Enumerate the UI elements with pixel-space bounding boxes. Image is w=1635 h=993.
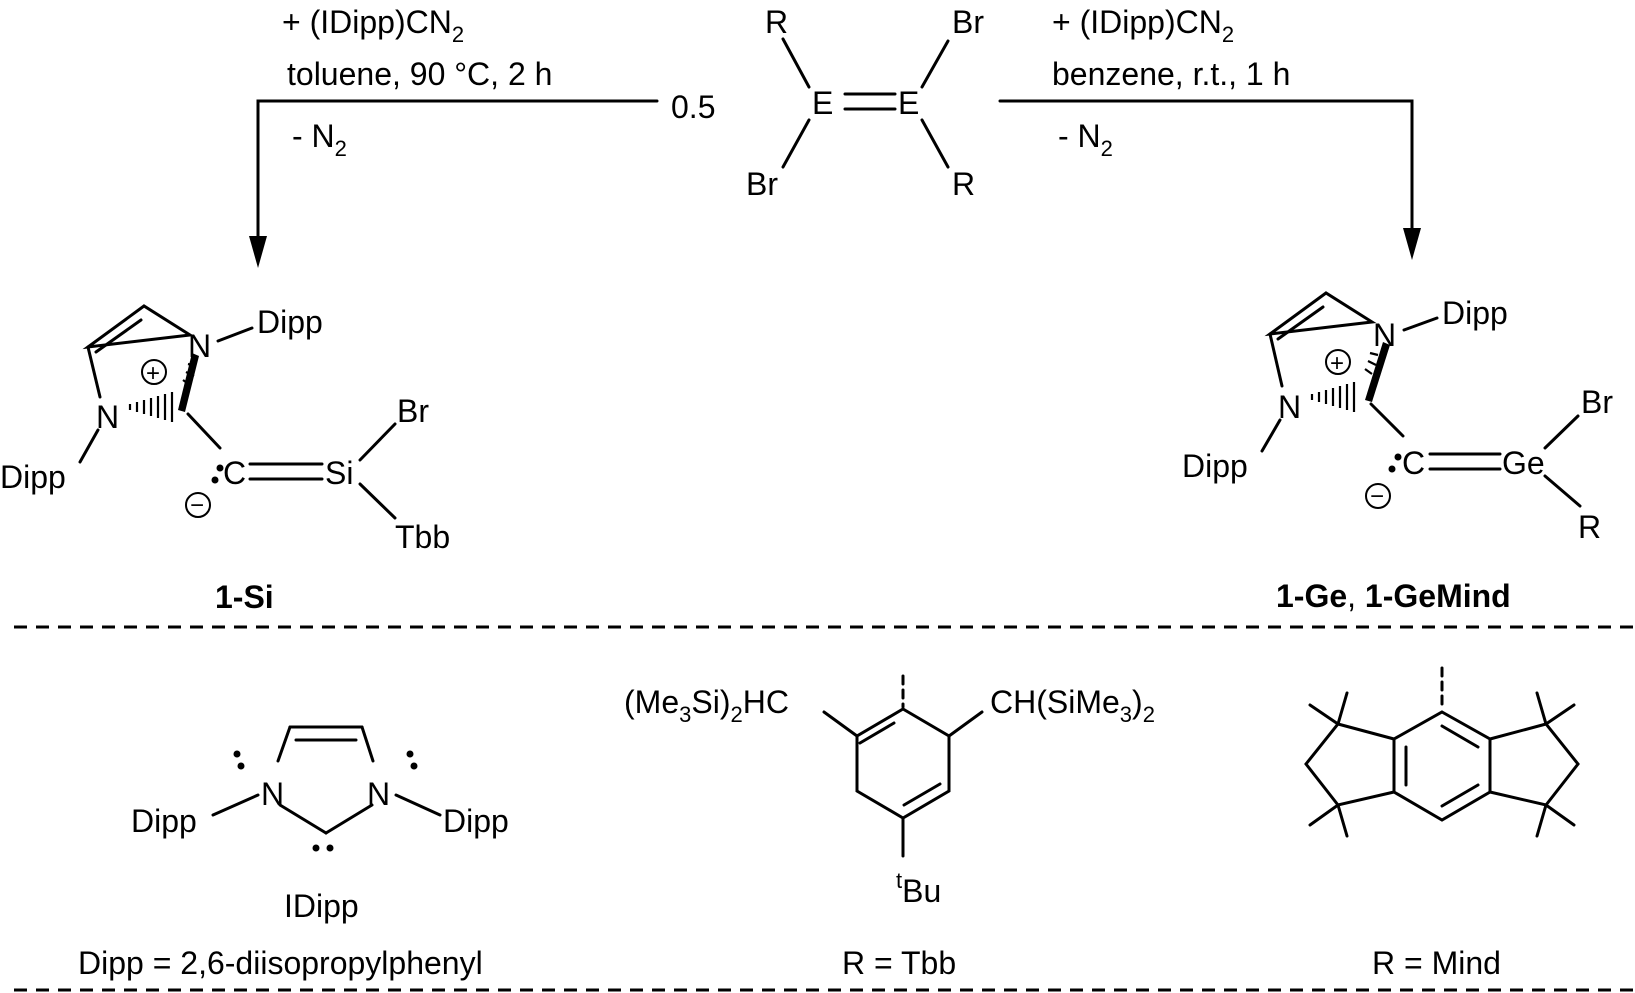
sm-atom-e1: E <box>812 85 833 121</box>
tbb-tbu: tBu <box>896 868 941 909</box>
si-minus-charge: − <box>190 492 204 519</box>
left-solvent-conditions: toluene, 90 °C, 2 h <box>287 56 552 92</box>
idipp-n-right: N <box>367 776 390 812</box>
si-dipp-left: Dipp <box>0 459 66 495</box>
idipp-dipp-left: Dipp <box>131 803 197 839</box>
si-carbon: C <box>223 455 246 491</box>
si-n-left: N <box>96 399 119 435</box>
si-br: Br <box>397 393 429 429</box>
tbb-right-group: CH(SiMe3)2 <box>990 684 1155 727</box>
si-element: Si <box>325 455 353 491</box>
sm-br-top: Br <box>952 4 984 40</box>
right-reaction-arrow <box>998 99 1421 260</box>
ge-minus-charge: − <box>1370 483 1384 510</box>
tbb-left-group: (Me3Si)2HC <box>624 684 789 727</box>
legend-mind: R = Mind <box>1304 666 1580 981</box>
ge-carbon: C <box>1402 445 1425 481</box>
sm-atom-e2: E <box>898 85 919 121</box>
si-dipp-top: Dipp <box>257 304 323 340</box>
tbb-caption: R = Tbb <box>842 945 956 981</box>
ge-element: Ge <box>1502 445 1545 481</box>
ge-dipp-left: Dipp <box>1182 448 1248 484</box>
legend-idipp: N N Dipp Dipp IDipp Dipp = 2,6-diisoprop… <box>78 725 509 981</box>
stoichiometry-label: 0.5 <box>671 89 715 125</box>
dipp-definition: Dipp = 2,6-diisopropylphenyl <box>78 945 483 981</box>
si-plus-charge: + <box>146 360 160 387</box>
starting-material-dimetallene: R Br E E Br R <box>746 4 984 202</box>
left-byproduct: - N2 <box>292 118 347 161</box>
legend-tbb: (Me3Si)2HC CH(SiMe3)2 tBu R = Tbb <box>624 674 1155 981</box>
idipp-name: IDipp <box>284 888 359 924</box>
ge-plus-charge: + <box>1330 350 1344 377</box>
product-1-ge: N N Dipp Dipp + C − Ge Br R 1-Ge, 1-GeMi… <box>1182 291 1613 614</box>
right-byproduct: - N2 <box>1058 118 1113 161</box>
si-n-top: N <box>188 328 211 364</box>
mind-caption: R = Mind <box>1372 945 1501 981</box>
left-reaction-arrow <box>249 99 659 268</box>
ge-dipp-top: Dipp <box>1442 295 1508 331</box>
ge-br: Br <box>1581 384 1613 420</box>
sm-r-bottom: R <box>952 166 975 202</box>
left-reagent: + (IDipp)CN2 <box>282 4 464 47</box>
si-compound-label: 1-Si <box>215 579 274 615</box>
right-reagent: + (IDipp)CN2 <box>1052 4 1234 47</box>
right-solvent-conditions: benzene, r.t., 1 h <box>1052 56 1290 92</box>
idipp-n-left: N <box>261 776 284 812</box>
ge-n-top: N <box>1373 317 1396 353</box>
ge-compound-label: 1-Ge, 1-GeMind <box>1276 578 1511 614</box>
sm-r-top: R <box>765 4 788 40</box>
sm-br-bottom: Br <box>746 166 778 202</box>
si-substituent: Tbb <box>395 519 450 555</box>
ge-substituent: R <box>1578 509 1601 545</box>
right-conditions: + (IDipp)CN2 benzene, r.t., 1 h - N2 <box>1052 4 1290 161</box>
left-conditions: + (IDipp)CN2 toluene, 90 °C, 2 h - N2 <box>282 4 552 161</box>
idipp-dipp-right: Dipp <box>443 803 509 839</box>
product-1-si: N N Dipp Dipp + C − Si Br Tbb 1-Si <box>0 304 450 615</box>
ge-n-left: N <box>1278 389 1301 425</box>
